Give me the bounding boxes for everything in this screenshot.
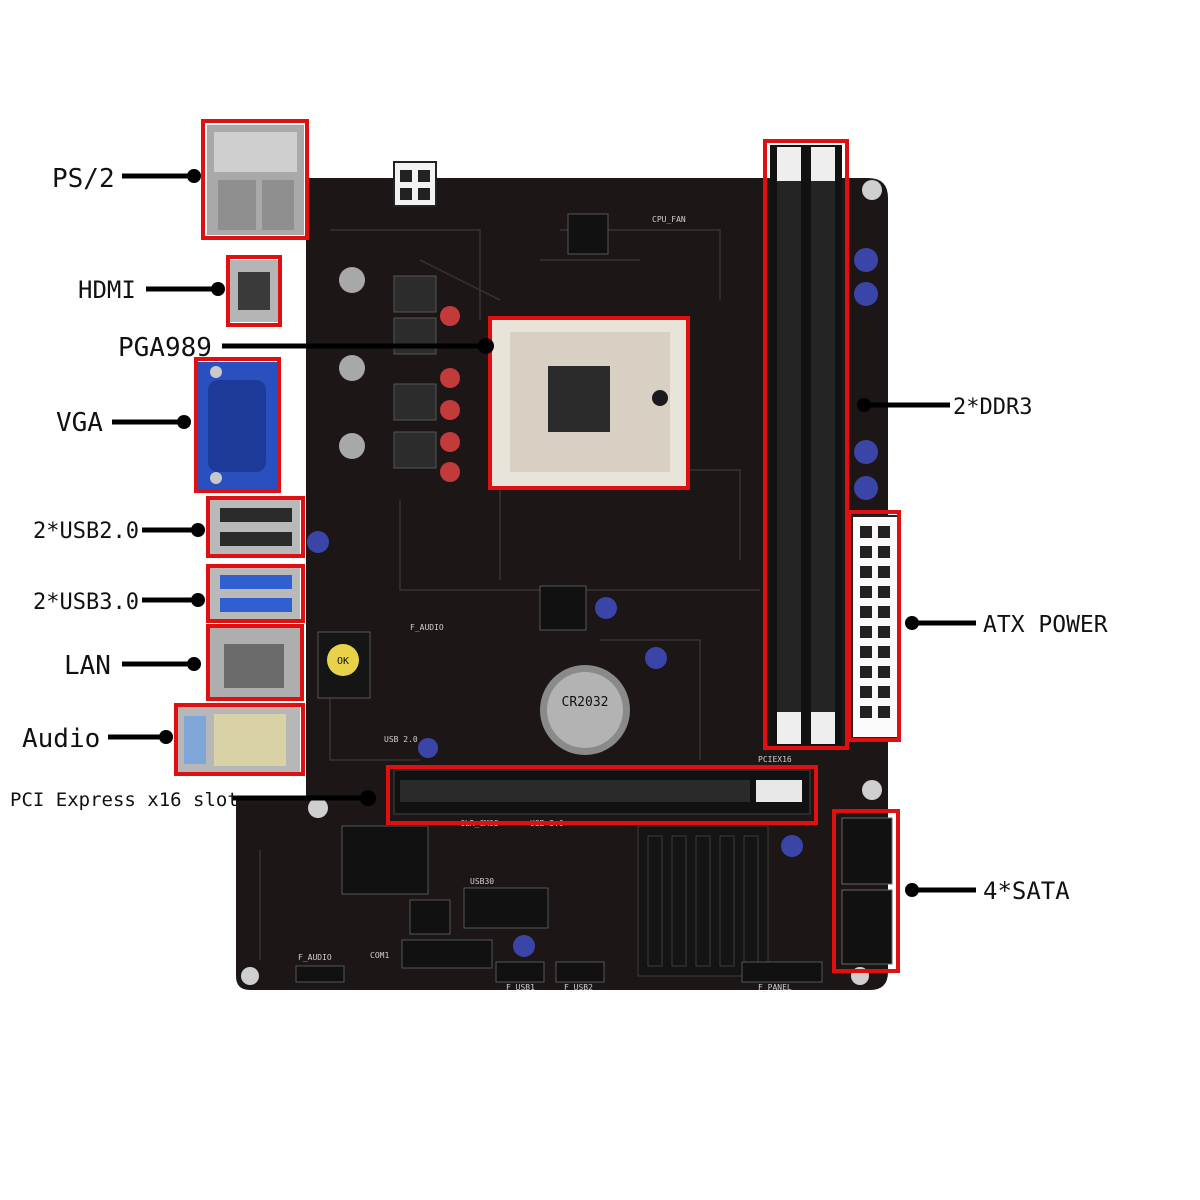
sata-box <box>832 809 900 973</box>
board-chips: OK <box>317 213 609 895</box>
pcie-silk: PCIEX16 <box>758 755 792 764</box>
label-hdmi: HDMI <box>78 276 136 304</box>
leader-lines <box>108 169 976 897</box>
label-audio: Audio <box>22 724 100 754</box>
capacitors <box>307 248 878 957</box>
lan-port <box>208 628 300 698</box>
annotation-boxes <box>174 119 901 973</box>
cmos-battery: CR2032 <box>540 665 630 755</box>
com1-silk: COM1 <box>370 951 389 960</box>
usb2-box <box>206 496 305 558</box>
vga-port <box>196 362 278 490</box>
label-pcie: PCI Express x16 slot <box>10 789 239 811</box>
dimm-slots <box>770 145 842 745</box>
usb2-ports <box>210 500 300 554</box>
f-usb2-silk: F_USB2 <box>564 983 593 992</box>
label-lan: LAN <box>64 651 111 681</box>
usb3-ports <box>210 568 300 620</box>
atx-box <box>847 510 901 742</box>
audio-port <box>178 707 300 773</box>
cpu-socket <box>492 318 688 486</box>
label-ddr3: 2*DDR3 <box>953 395 1032 420</box>
f-panel-bottom-silk: F_PANEL <box>758 983 792 992</box>
sata-ports <box>841 817 893 965</box>
pcie-slot: PCIEX16 USB 3.0 CLR_CMOS <box>393 755 811 828</box>
ps2-box <box>201 119 309 240</box>
pga-box <box>488 316 690 490</box>
ddr3-box <box>763 139 849 750</box>
pcie-box <box>386 765 818 825</box>
ps2-port <box>207 125 304 235</box>
lan-box <box>206 624 304 701</box>
f-audio-top-silk: F_AUDIO <box>410 623 444 632</box>
label-vga: VGA <box>56 408 103 438</box>
chipset-heatsink <box>637 825 769 977</box>
cpu-power-connector <box>393 161 437 207</box>
label-usb3: 2*USB3.0 <box>33 590 139 615</box>
label-atx-power: ATX POWER <box>983 612 1108 638</box>
callout-labels: PS/2 HDMI PGA989 VGA 2*USB2.0 2*USB3.0 L… <box>10 164 1108 905</box>
atx-power-connector <box>851 515 899 739</box>
hdmi-port <box>230 260 278 322</box>
usb30-header-silk: USB30 <box>470 877 494 886</box>
cpu-fan-silk: CPU_FAN <box>652 215 686 224</box>
chip-ok-label: OK <box>337 656 349 667</box>
label-usb2: 2*USB2.0 <box>33 519 139 544</box>
usb20-silk: USB 2.0 <box>384 735 418 744</box>
battery-label: CR2032 <box>562 695 609 710</box>
label-ps2: PS/2 <box>52 164 115 194</box>
usb3-box <box>206 564 305 623</box>
hdmi-box <box>226 255 282 327</box>
label-pga989: PGA989 <box>118 333 212 363</box>
vga-box <box>194 357 281 493</box>
f-usb1-silk: F_USB1 <box>506 983 535 992</box>
audio-box <box>174 703 305 776</box>
f-audio-silk: F_AUDIO <box>298 953 332 962</box>
label-sata: 4*SATA <box>983 877 1070 905</box>
bottom-headers: F_AUDIO COM1 USB30 F_USB1 F_USB2 F_PANEL… <box>295 215 823 992</box>
